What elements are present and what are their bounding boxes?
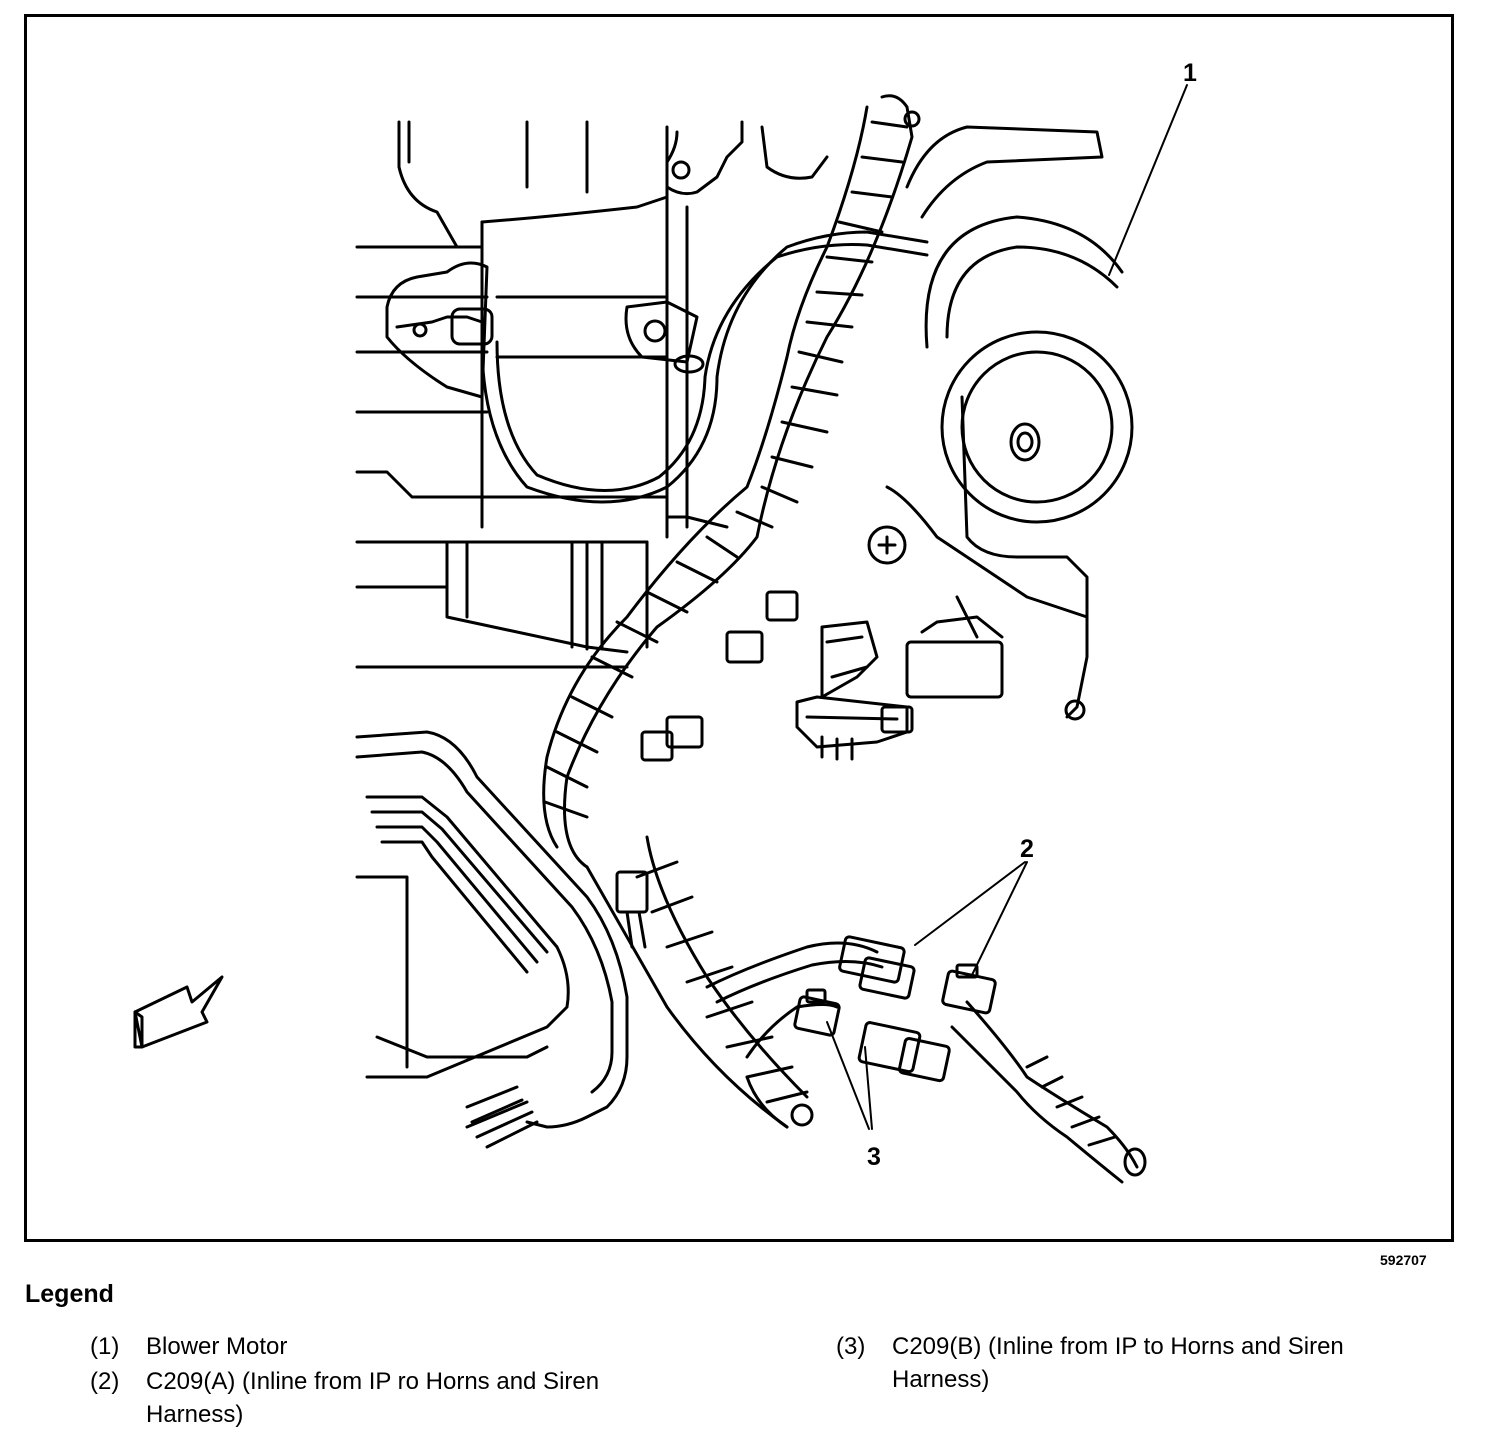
legend-item-number: (3) [836,1333,866,1360]
legend-item-number: (1) [90,1333,120,1360]
callout-labels: 1 2 3 [867,59,1197,1171]
blower-connector [795,595,1004,761]
leader-lines [826,84,1188,1130]
callout-3: 3 [867,1143,881,1171]
figure-id: 592707 [1380,1252,1427,1268]
vacuum-hose [480,230,929,504]
callout-2: 2 [1020,835,1034,863]
legend-title: Legend [25,1280,114,1308]
mounting-bracket [624,300,699,364]
legend-item-text: C209(A) (Inline from IP ro Horns and Sir… [146,1368,600,1428]
wiring-illustration: 1 2 3 [133,59,1197,1184]
view-arrow [133,975,224,1049]
legend-item-text: Blower Motor [146,1333,288,1360]
lower-module [355,730,629,1149]
legend-item-number: (2) [90,1368,120,1395]
c209a-connectors [838,935,997,1015]
vacuum-fitting [385,261,494,399]
air-duct-lower [355,470,729,669]
c209b-connectors [793,988,951,1083]
hvac-housing-upper [355,120,829,539]
legend-item-text: C209(B) (Inline from IP to Horns and Sir… [892,1333,1344,1393]
harness-connectors-mid [615,590,799,949]
callout-1: 1 [1183,59,1197,87]
blower-motor [867,125,1134,721]
diagram-frame: 1 2 3 [24,14,1454,1242]
wiring-harness-main [542,94,1147,1184]
